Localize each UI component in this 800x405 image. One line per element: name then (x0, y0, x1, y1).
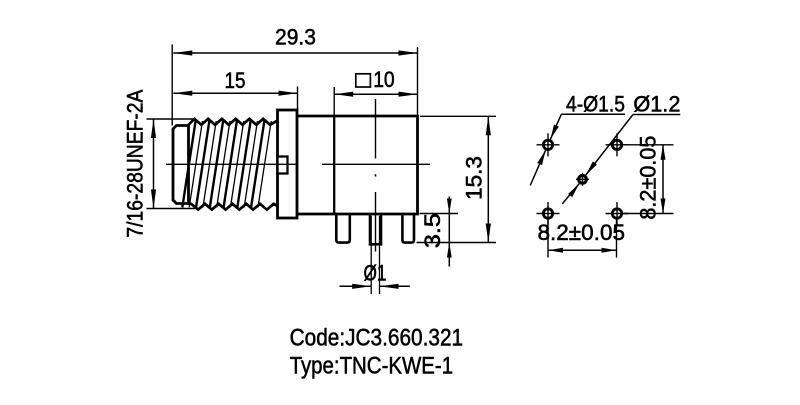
svg-text:4-Ø1.5: 4-Ø1.5 (566, 91, 625, 116)
svg-text:15.3: 15.3 (462, 156, 487, 200)
svg-text:8.2±0.05: 8.2±0.05 (538, 220, 626, 245)
svg-text:Ø1.2: Ø1.2 (633, 91, 680, 116)
svg-text:Code:JC3.660.321: Code:JC3.660.321 (290, 325, 464, 352)
svg-text:8.2±0.05: 8.2±0.05 (636, 136, 661, 220)
svg-text:7/16-28UNEF-2A: 7/16-28UNEF-2A (123, 89, 148, 237)
svg-text:3.5: 3.5 (420, 213, 445, 248)
svg-text:10: 10 (373, 67, 395, 92)
svg-text:Type:TNC-KWE-1: Type:TNC-KWE-1 (290, 352, 454, 379)
svg-text:29.3: 29.3 (275, 25, 316, 50)
svg-text:15: 15 (225, 68, 246, 93)
svg-text:Ø1: Ø1 (364, 261, 387, 286)
